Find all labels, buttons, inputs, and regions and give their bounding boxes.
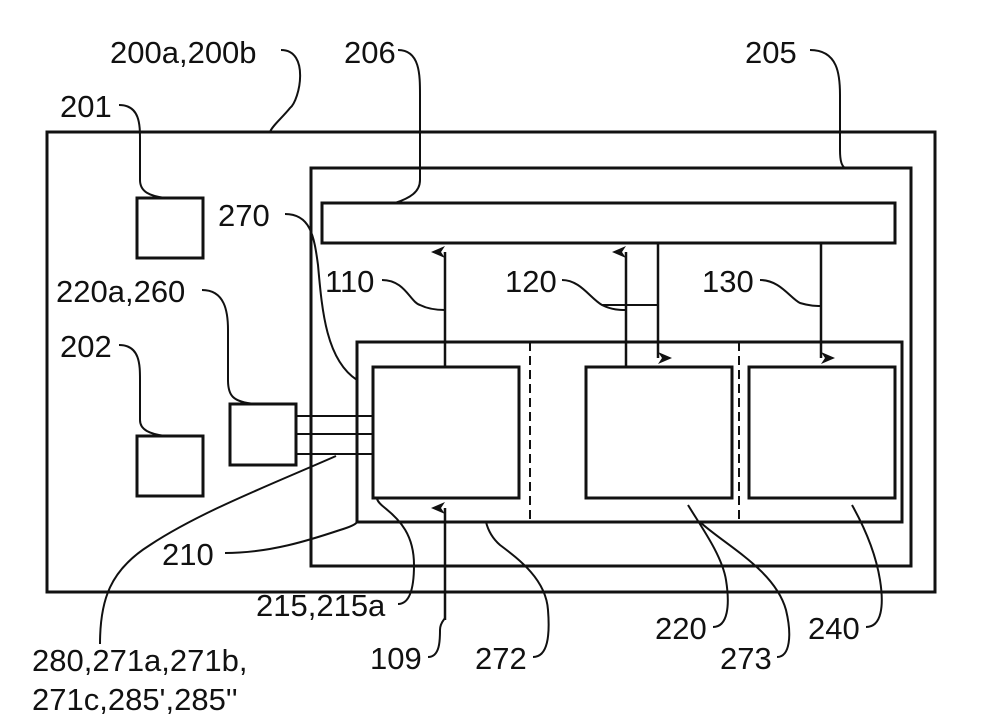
bus-bar-206 (322, 203, 895, 243)
label-215: 215,215a (256, 588, 386, 623)
label-272: 272 (475, 641, 527, 676)
leader-202 (119, 345, 165, 436)
label-110: 110 (325, 264, 374, 299)
label-device: 200a,200b (110, 35, 257, 70)
leader-201 (119, 105, 165, 198)
leader-272 (486, 522, 549, 657)
block-220 (586, 367, 732, 498)
label-connector: 220a,260 (56, 274, 185, 309)
leader-273 (700, 522, 789, 657)
leader-connector (202, 290, 255, 404)
label-205: 205 (745, 35, 797, 70)
label-201: 201 (60, 89, 112, 124)
leader-120 (562, 280, 658, 310)
leader-110 (382, 280, 445, 310)
label-270: 270 (218, 198, 270, 233)
label-220: 220 (655, 611, 707, 646)
substrate-box-210 (357, 342, 902, 522)
leader-130 (760, 280, 821, 306)
block-240 (749, 367, 895, 498)
label-240: 240 (808, 611, 860, 646)
label-273: 273 (720, 641, 772, 676)
leader-210 (225, 522, 357, 553)
block-215 (373, 367, 519, 498)
label-109: 109 (370, 641, 422, 676)
label-120: 120 (505, 264, 557, 299)
leader-109 (428, 618, 445, 657)
connector-box (230, 404, 296, 465)
component-box-202 (137, 436, 203, 496)
label-130: 130 (702, 264, 754, 299)
label-wires-line2: 271c,285',285'' (32, 682, 238, 717)
leader-device (270, 50, 300, 132)
label-wires-line1: 280,271a,271b, (32, 643, 248, 678)
leader-205 (810, 50, 845, 168)
label-210: 210 (162, 537, 214, 572)
label-202: 202 (60, 329, 112, 364)
component-box-201 (137, 198, 203, 258)
leader-206 (395, 50, 420, 203)
label-206: 206 (344, 35, 396, 70)
